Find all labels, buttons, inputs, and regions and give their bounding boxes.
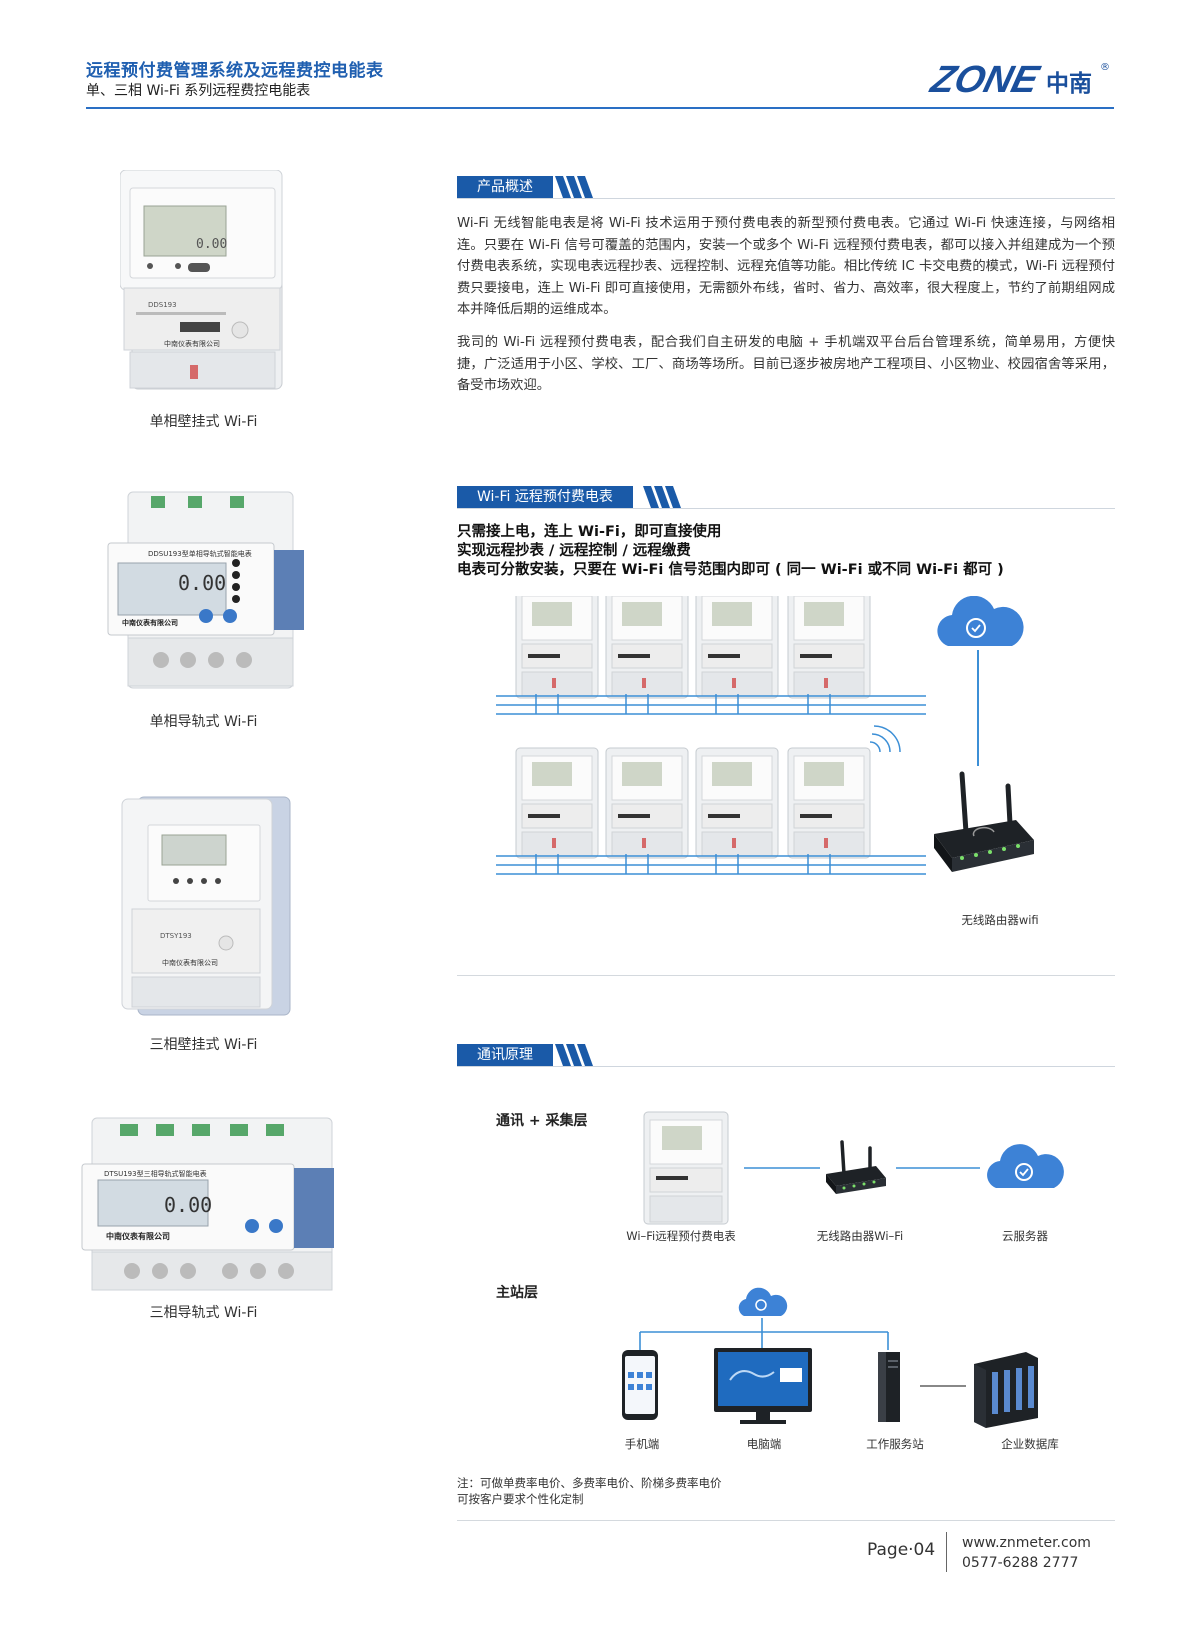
product-caption: 三相导轨式 Wi-Fi xyxy=(149,1305,258,1321)
section-rule xyxy=(457,508,1115,509)
product-caption: 三相壁挂式 Wi-Fi xyxy=(149,1037,258,1053)
note-line: 可按客户要求个性化定制 xyxy=(457,1492,584,1506)
overview-paragraph-1: Wi-Fi 无线智能电表是将 Wi-Fi 技术运用于预付费电表的新型预付费电表。… xyxy=(457,216,1115,317)
phone-label: 手机端 xyxy=(624,1437,660,1451)
meter-model: DTSU193型三相导轨式智能电表 xyxy=(104,1169,207,1178)
footer-phone: 0577-6288 2777 xyxy=(962,1555,1079,1571)
section-header-overview: 产品概述 xyxy=(457,176,1115,199)
phone-icon xyxy=(622,1350,658,1420)
layer-title-master: 主站层 xyxy=(496,1285,538,1301)
footer-divider xyxy=(457,1520,1115,1521)
wifi-network-diagram xyxy=(496,596,1034,875)
meter-icon xyxy=(643,1111,729,1225)
footer-separator xyxy=(946,1532,947,1572)
meter-model: DTSY193 xyxy=(160,932,192,940)
section-title: 通讯原理 xyxy=(457,1044,553,1066)
comm-layer-diagram xyxy=(643,1111,1064,1225)
meter-model: DDS193 xyxy=(148,301,177,309)
router-icon xyxy=(934,771,1034,872)
monitor-icon xyxy=(714,1348,812,1424)
meter-company: 中南仪表有限公司 xyxy=(106,1231,170,1241)
pc-label: 电脑端 xyxy=(746,1437,782,1451)
header-title: 远程预付费管理系统及远程费控电能表 xyxy=(86,61,384,81)
meter-label: Wi–Fi远程预付费电表 xyxy=(626,1229,736,1243)
meter-reading: 0.00 xyxy=(178,571,226,595)
overview-paragraph-2: 我司的 Wi-Fi 远程预付费电表，配合我们自主研发的电脑 + 手机端双平台后台… xyxy=(457,335,1115,393)
server-icon xyxy=(878,1352,900,1422)
slash-decoration-icon xyxy=(555,1044,593,1066)
zone-logo: ZONE 中南 ® xyxy=(926,59,1110,100)
layer-title-collect: 通讯 + 采集层 xyxy=(496,1113,588,1129)
cloud-icon xyxy=(937,596,1024,646)
header-subtitle: 单、三相 Wi-Fi 系列远程费控电能表 xyxy=(86,83,311,99)
master-layer-diagram xyxy=(622,1287,1038,1428)
product-image-three-rail: DTSU193型三相导轨式智能电表 0.00 中南仪表有限公司 xyxy=(81,1117,334,1291)
slash-decoration-icon xyxy=(643,486,681,508)
cloud-icon xyxy=(738,1287,788,1316)
logo-text: ZONE xyxy=(926,59,1044,100)
product-image-single-wall: 0.00 DDS193 中南仪表有限公司 xyxy=(120,170,283,390)
meter-company: 中南仪表有限公司 xyxy=(122,618,178,627)
product-image-three-wall: DTSY193 中南仪表有限公司 xyxy=(121,796,291,1016)
cloud-label: 云服务器 xyxy=(1002,1229,1048,1243)
page-number: Page·04 xyxy=(867,1540,936,1560)
product-image-single-rail: DDSU193型单相导轨式智能电表 0.00 中南仪表有限公司 xyxy=(107,491,304,689)
note-line: 注：可做单费率电价、多费率电价、阶梯多费率电价 xyxy=(457,1476,722,1490)
section-header-comm: 通讯原理 xyxy=(457,1044,1115,1067)
meter-company: 中南仪表有限公司 xyxy=(164,339,220,348)
database-label: 企业数据库 xyxy=(1001,1437,1059,1451)
product-caption: 单相壁挂式 Wi-Fi xyxy=(149,414,258,430)
cloud-icon xyxy=(987,1144,1064,1188)
section-title: Wi-Fi 远程预付费电表 xyxy=(457,486,633,508)
meter-reading: 0.00 xyxy=(196,237,227,252)
section-rule xyxy=(457,198,1115,199)
footer-website[interactable]: www.znmeter.com xyxy=(962,1535,1091,1551)
datacenter-icon xyxy=(974,1352,1038,1428)
section-divider xyxy=(457,975,1115,976)
wifi-feature-line: 只需接上电，连上 Wi-Fi，即可直接使用 xyxy=(457,524,722,540)
product-caption: 单相导轨式 Wi-Fi xyxy=(149,714,258,730)
router-label: 无线路由器wifi xyxy=(961,913,1039,927)
router-label: 无线路由器Wi–Fi xyxy=(816,1229,904,1243)
meter-company: 中南仪表有限公司 xyxy=(162,958,218,967)
wifi-feature-line: 电表可分散安装，只要在 Wi-Fi 信号范围内即可 ( 同一 Wi-Fi 或不同… xyxy=(457,562,1004,578)
server-label: 工作服务站 xyxy=(866,1437,924,1451)
wifi-feature-line: 实现远程抄表 / 远程控制 / 远程缴费 xyxy=(457,543,691,559)
meter-model: DDSU193型单相导轨式智能电表 xyxy=(148,549,252,558)
slash-decoration-icon xyxy=(555,176,593,198)
section-title: 产品概述 xyxy=(457,176,553,198)
meter-reading: 0.00 xyxy=(164,1193,212,1217)
logo-cn: 中南 xyxy=(1046,71,1092,97)
header-rule xyxy=(86,107,1114,109)
section-header-wifi: Wi-Fi 远程预付费电表 xyxy=(457,486,1115,509)
section-rule xyxy=(457,1066,1115,1067)
logo-mark: ® xyxy=(1100,62,1110,73)
router-icon xyxy=(826,1140,886,1194)
